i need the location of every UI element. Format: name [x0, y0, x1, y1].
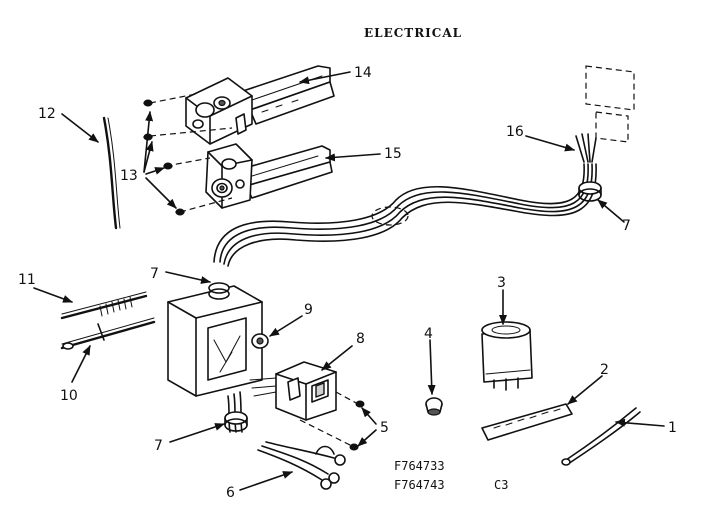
figure-code: C3 — [494, 478, 508, 492]
part-7-grommet-upper — [578, 181, 602, 202]
part-9-bushing — [251, 333, 269, 349]
part-12-rod — [102, 116, 121, 230]
arrow-1 — [615, 418, 665, 427]
callout-7-middle: 7 — [150, 266, 159, 282]
arrow-5a — [361, 407, 377, 425]
part-5-screws — [299, 391, 365, 451]
arrow-4 — [427, 339, 436, 395]
part-16-wire-terminals — [575, 65, 635, 163]
callout-16: 16 — [506, 124, 524, 140]
part-2-terminal-strip — [481, 403, 573, 441]
callout-3: 3 — [497, 275, 506, 291]
diagram-title: ELECTRICAL — [364, 26, 462, 40]
part-4-lamp — [425, 397, 443, 416]
arrow-2 — [567, 375, 603, 405]
wire-harness — [213, 163, 597, 267]
junction-box — [167, 282, 263, 433]
arrow-16 — [525, 135, 575, 152]
arrow-9 — [269, 315, 303, 337]
arrow-7-upper — [597, 199, 625, 223]
arrow-5b — [357, 429, 377, 447]
part-11-spring — [60, 291, 148, 320]
callout-7-lower: 7 — [154, 438, 163, 454]
callout-14: 14 — [354, 65, 372, 81]
arrow-10 — [71, 345, 91, 383]
callout-15: 15 — [384, 146, 402, 162]
part-8-relay — [249, 361, 337, 421]
callout-labels: 1 2 3 4 5 6 7 7 7 8 9 10 11 12 13 14 15 … — [18, 65, 677, 501]
arrow-14 — [299, 71, 351, 85]
arrow-7-lower — [169, 423, 225, 443]
arrow-13d — [145, 177, 177, 209]
callout-9: 9 — [304, 302, 313, 318]
part-6-jumper-wires — [257, 441, 346, 490]
callout-8: 8 — [356, 331, 365, 347]
arrow-13c — [145, 167, 165, 175]
part-13-screws — [143, 93, 233, 216]
callout-13: 13 — [120, 168, 138, 184]
part-10-rod — [60, 317, 156, 350]
callout-11: 11 — [18, 272, 36, 288]
callout-2: 2 — [600, 362, 609, 378]
model-number-1: F764733 — [394, 459, 445, 473]
arrow-6 — [239, 471, 293, 491]
callout-1: 1 — [668, 420, 677, 436]
arrow-8 — [321, 345, 353, 371]
arrow-11 — [33, 287, 73, 303]
callout-10: 10 — [60, 388, 78, 404]
model-number-2: F764743 — [394, 478, 445, 492]
callout-4: 4 — [424, 326, 433, 342]
arrow-7-middle — [165, 271, 211, 284]
callout-arrows — [33, 71, 665, 491]
callout-6: 6 — [226, 485, 235, 501]
part-14-switch-bracket — [185, 65, 335, 145]
part-3-capacitor — [481, 321, 533, 391]
callout-12: 12 — [38, 106, 56, 122]
part-7-grommet-lower — [224, 411, 248, 432]
arrow-15 — [325, 153, 381, 162]
part-15-switch-bracket — [205, 143, 333, 209]
arrow-13b — [143, 141, 154, 173]
callout-7-upper: 7 — [622, 218, 631, 234]
arrow-12 — [61, 113, 99, 143]
callout-5: 5 — [380, 420, 389, 436]
part-1-wire-lead — [561, 407, 641, 466]
